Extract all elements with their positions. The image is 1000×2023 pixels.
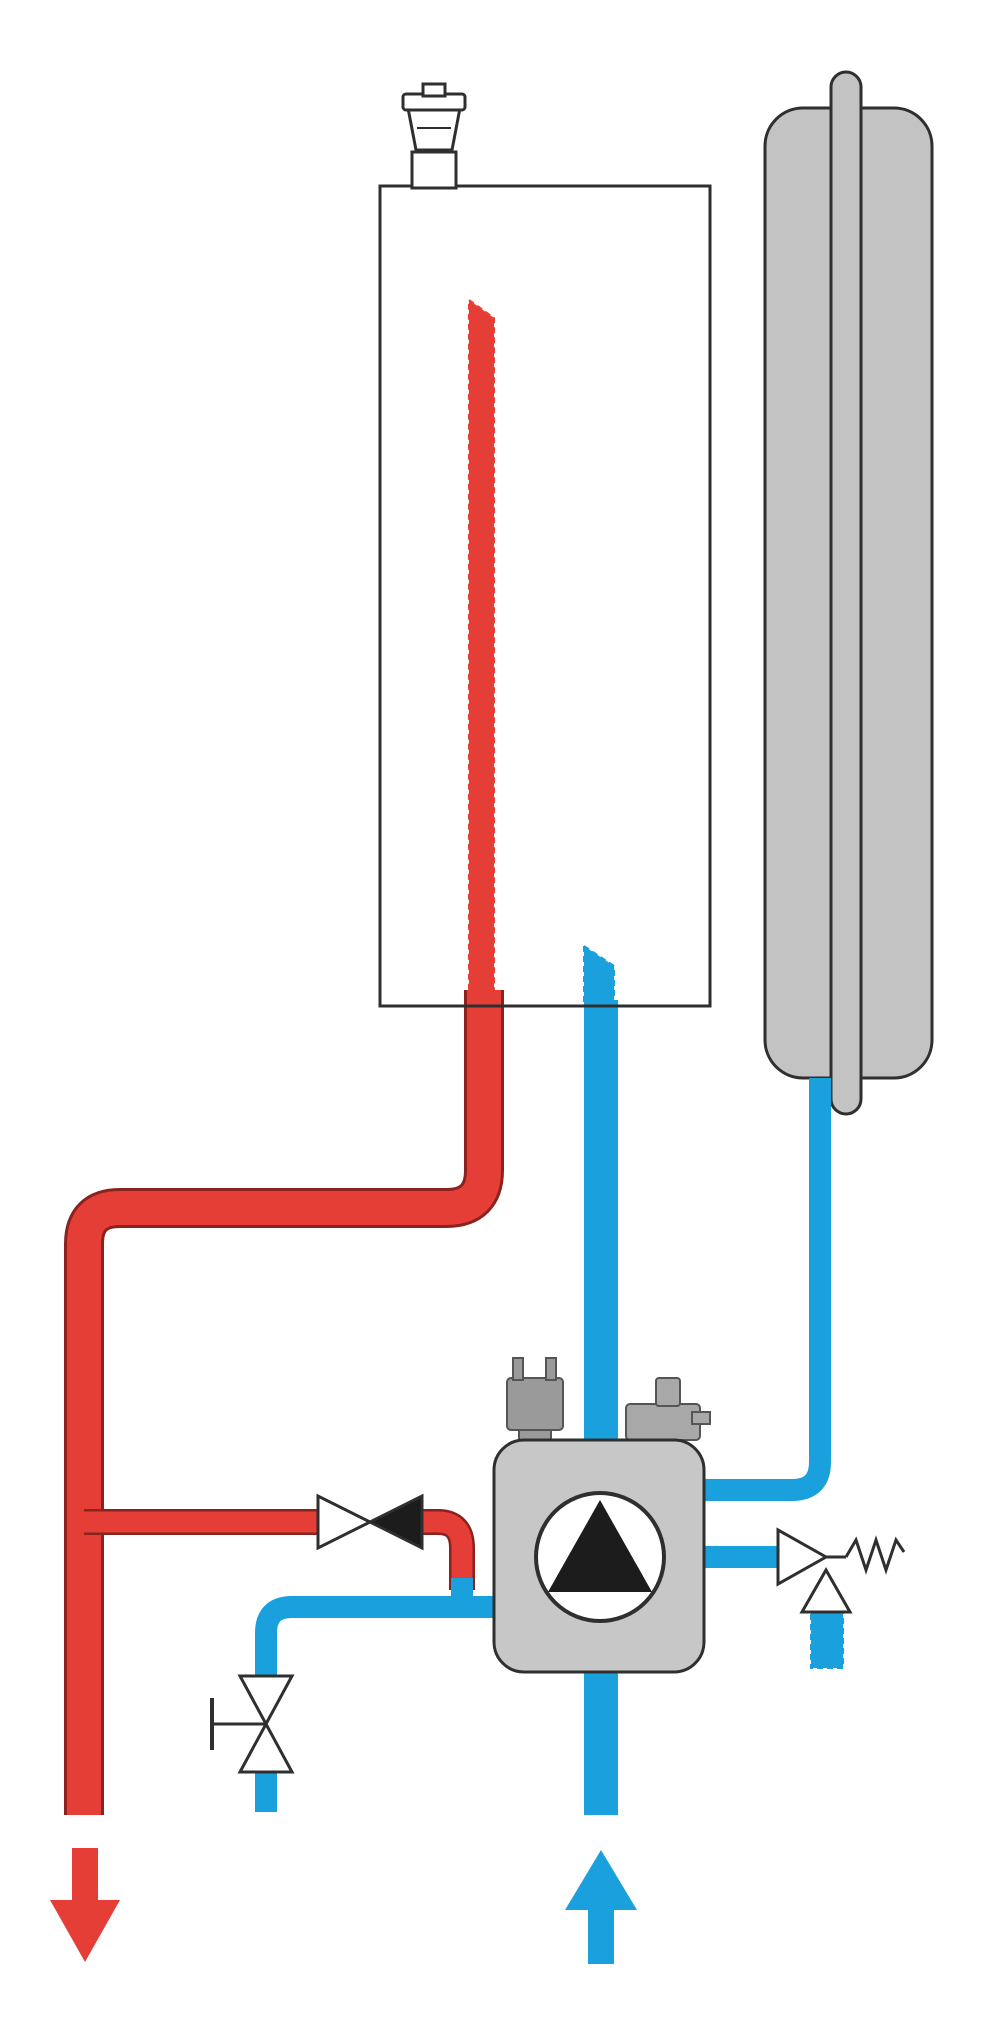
supply-outlet-arrow-icon: [50, 1848, 120, 1962]
automatic-air-vent: [401, 82, 467, 190]
drain-valve: [210, 1674, 295, 1774]
expansion-vessel: [763, 70, 934, 1116]
safety-relief-valve: [776, 1527, 906, 1614]
drain-pipe: [255, 1596, 500, 1680]
circulation-pump: [492, 1438, 706, 1674]
hot-supply-pipe: [67, 990, 501, 1815]
boiler-vessel: [378, 184, 712, 1008]
bypass-to-pump-joint: [451, 1578, 473, 1598]
return-inlet-arrow-icon: [565, 1850, 637, 1964]
pump-direction-icon: [548, 1500, 652, 1592]
bypass-elbow: [418, 1511, 473, 1578]
expansion-vessel-pipe: [702, 1078, 831, 1501]
return-stub: [583, 944, 615, 1007]
heating-element: [468, 298, 495, 1007]
pressure-sensor: [506, 1357, 564, 1449]
relief-discharge-pipe: [810, 1609, 844, 1669]
bypass-check-valve: [316, 1493, 424, 1551]
